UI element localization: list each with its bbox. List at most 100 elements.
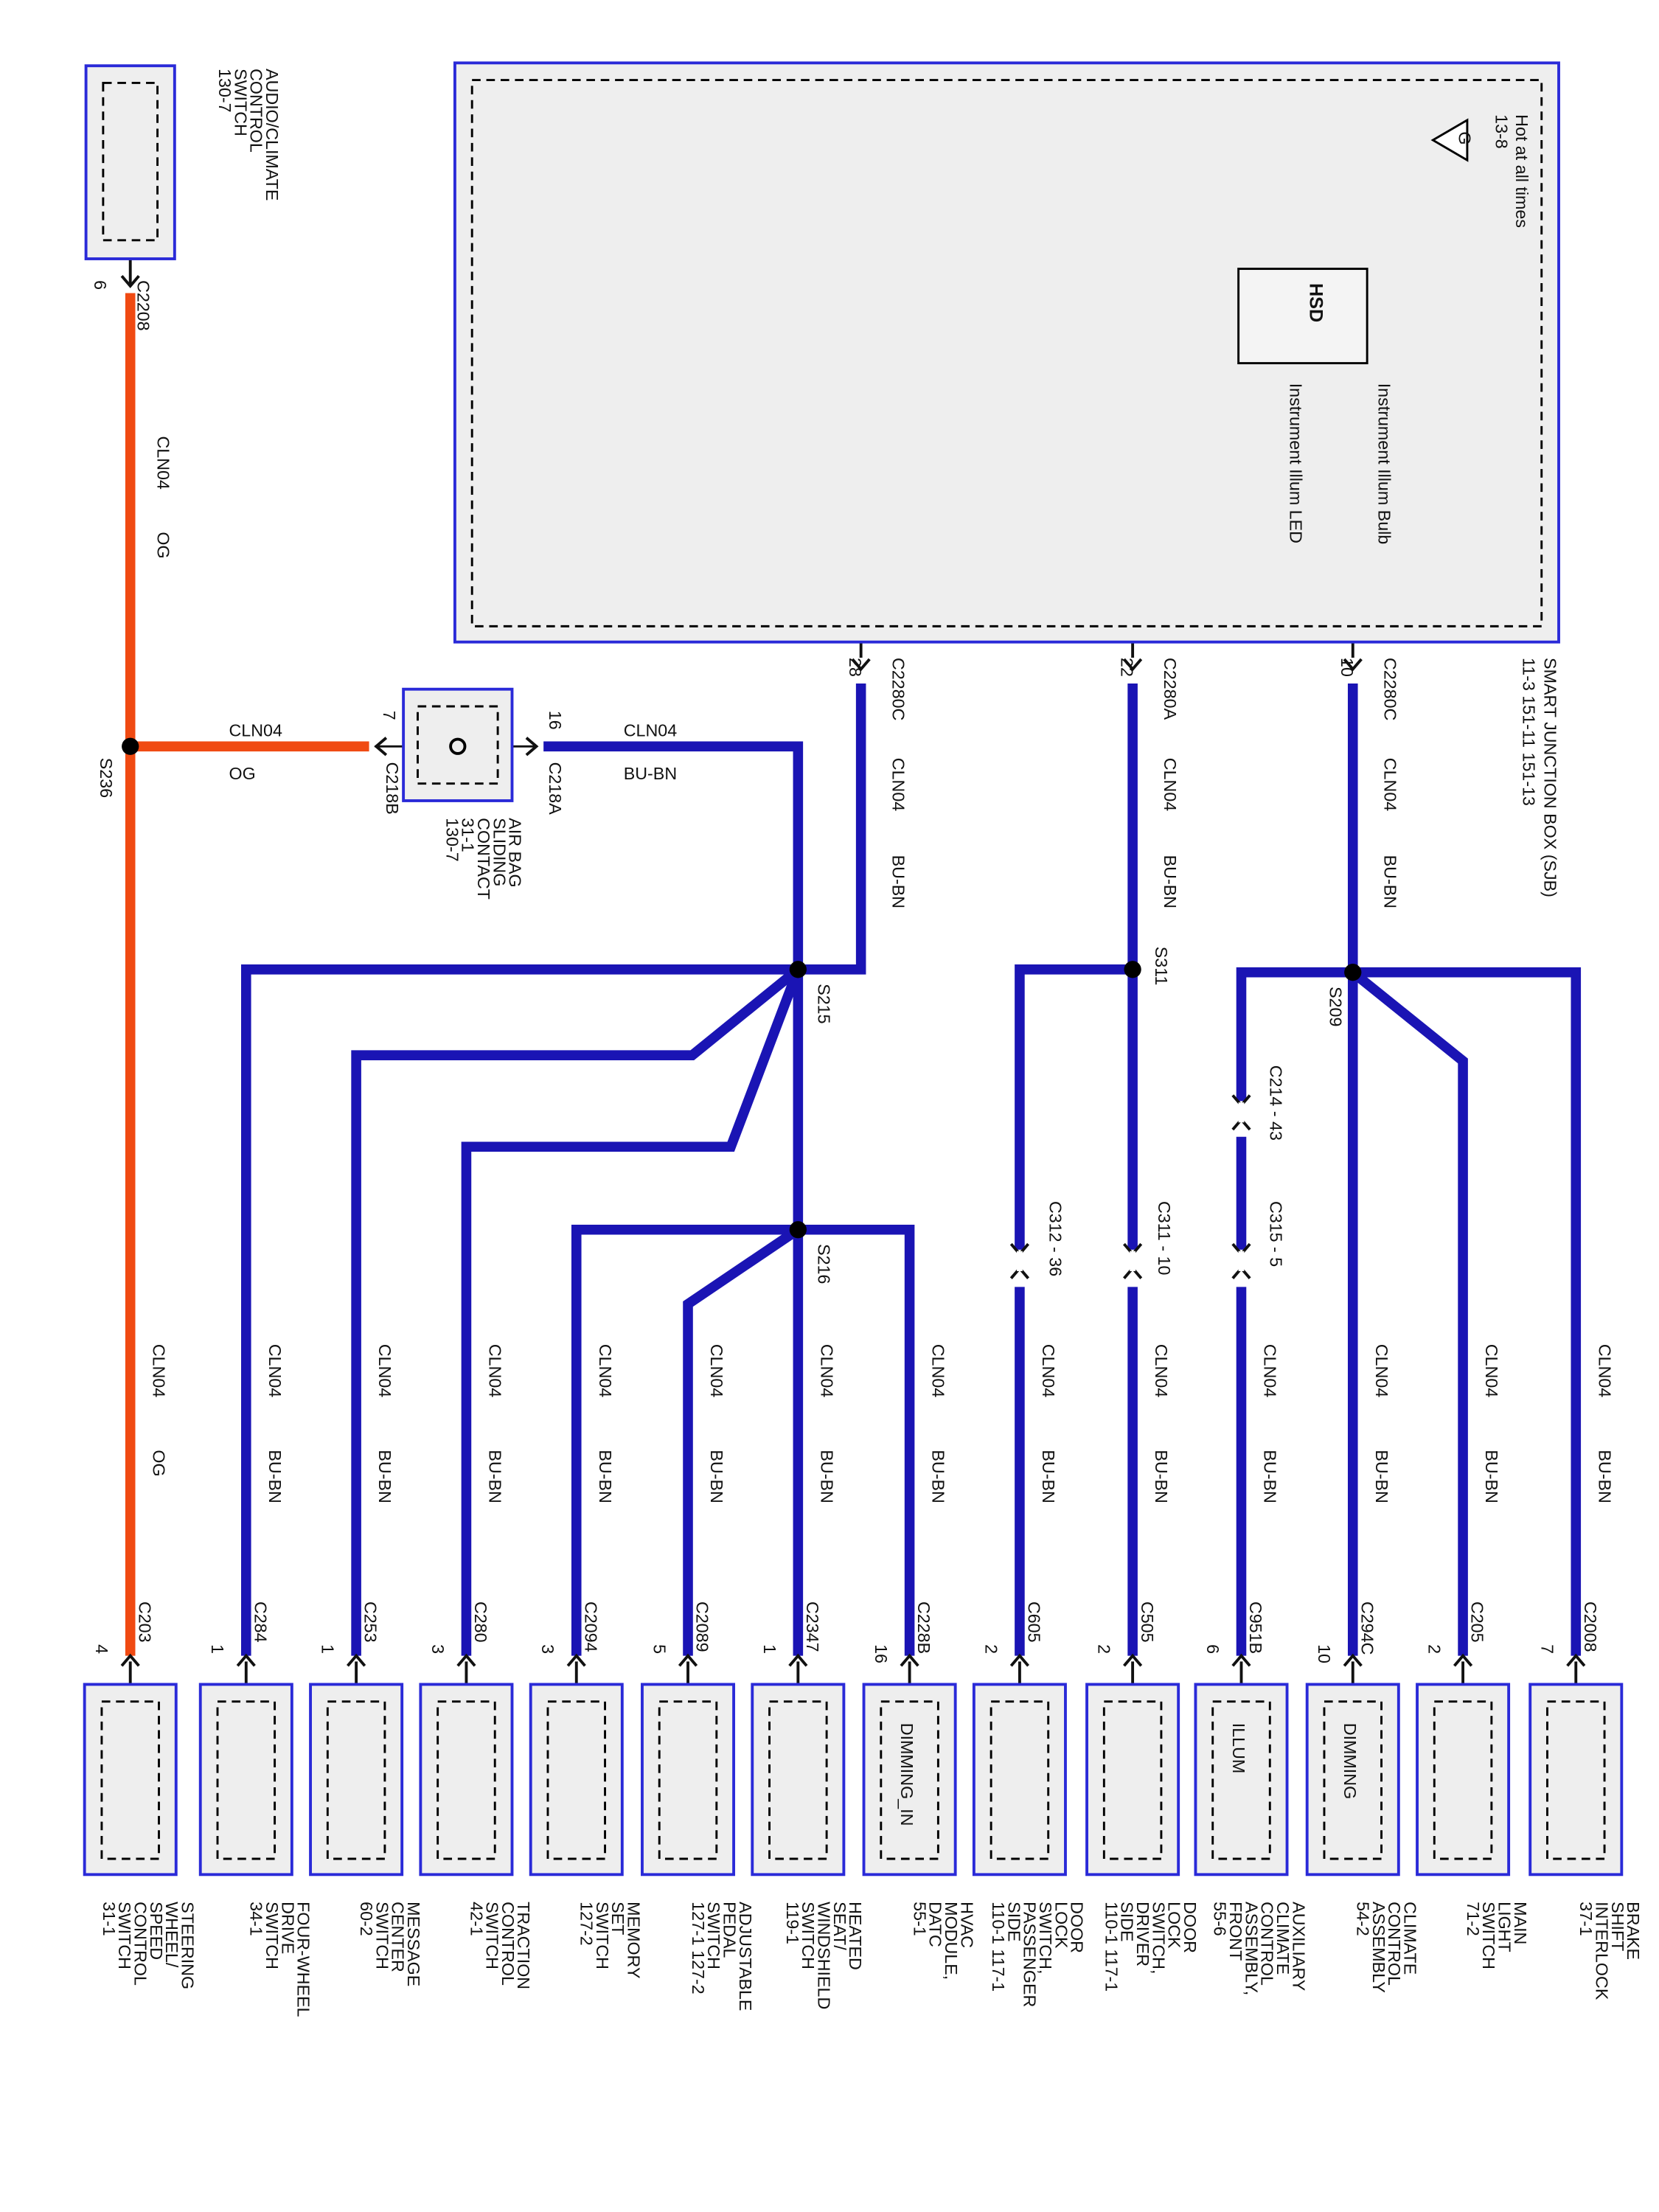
component-label-3-line: TRACTION [514, 1902, 533, 1989]
orange-upper-color: OG [154, 532, 173, 558]
sjb-box [453, 61, 1560, 644]
fuse-symbol [1430, 118, 1469, 162]
splice-s216 [789, 1221, 807, 1239]
component-connector-4: C2094 [581, 1601, 600, 1652]
component-label-8-line: SIDE [1004, 1902, 1023, 1941]
hsd-box [1237, 268, 1368, 365]
component-inner-11 [1323, 1700, 1382, 1860]
splice-s236 [122, 737, 139, 755]
airbag-contact [449, 737, 467, 755]
component-label-12-line: SWITCH [1479, 1902, 1498, 1969]
splice-s209 [1344, 964, 1362, 981]
component-label-12-line: LIGHT [1495, 1902, 1514, 1952]
component-inner-12 [1433, 1700, 1493, 1860]
component-label-9-line: 110-1 117-1 [1102, 1902, 1121, 1992]
component-label-4-line: MEMORY [625, 1902, 644, 1978]
component-box-13 [1528, 1683, 1624, 1877]
component-arrow-7 [900, 1653, 919, 1667]
component-pin-number-2: 1 [319, 1644, 338, 1654]
component-box-0 [83, 1683, 178, 1877]
component-label-5-line: SWITCH [704, 1902, 723, 1969]
component-inner-4 [546, 1700, 606, 1860]
component-box-5 [641, 1683, 736, 1877]
component-label-7-line: MODULE, [942, 1902, 961, 1980]
wires-layer [120, 139, 1586, 1702]
wire-label-circuit-9: CLN04 [1152, 1344, 1171, 1397]
component-label-2-line: SWITCH [372, 1902, 392, 1969]
airbag-name-line: SLIDING [490, 818, 509, 886]
inline-c315-label: C315 - 5 [1266, 1201, 1285, 1267]
wire-label-color-6: BU-BN [817, 1450, 836, 1503]
wire-label-color-1: BU-BN [265, 1450, 285, 1503]
inline-c311-gap [1130, 1251, 1135, 1271]
component-arrow-11 [1343, 1653, 1363, 1667]
component-box-9 [1085, 1683, 1180, 1877]
component-label-8-line: 110-1 117-1 [989, 1902, 1008, 1992]
component-label-13-line: BRAKE [1624, 1902, 1643, 1960]
sjb-output-arrow-1 [1123, 658, 1143, 672]
component-label-9-line: SIDE [1118, 1902, 1137, 1941]
component-label-13-line: 37-1 [1576, 1902, 1596, 1936]
wire-label-color-4: BU-BN [596, 1450, 615, 1503]
component-label-0-line: WHEEL/ [162, 1902, 181, 1968]
component-label-10-line: FRONT [1226, 1902, 1245, 1961]
blue-wire-traction [461, 967, 803, 1656]
component-label-10-line: CLIMATE [1273, 1902, 1293, 1975]
wire-label-color-12: BU-BN [1482, 1450, 1501, 1503]
component-pin-number-5: 5 [650, 1644, 669, 1654]
component-box-11 [1305, 1683, 1400, 1877]
audio-climate-switch-box [84, 64, 176, 260]
component-label-9-line: LOCK [1165, 1902, 1184, 1949]
component-label-10-line: 55-6 [1211, 1902, 1230, 1936]
wire-led-label: Instrument Illum LED [1286, 383, 1305, 543]
component-box-8 [972, 1683, 1067, 1877]
component-pin-number-12: 2 [1425, 1644, 1444, 1654]
blue-wire-main-light [1349, 968, 1468, 1656]
sjb-name-label: SMART JUNCTION BOX (SJB) [1541, 658, 1560, 897]
airbag-right-conn: C218A [546, 762, 565, 815]
blue-wire-s209-aux [1236, 967, 1353, 1102]
component-pin-number-6: 1 [760, 1644, 779, 1654]
wire-label-color-9: BU-BN [1152, 1450, 1171, 1503]
component-label-3-line: SWITCH [483, 1902, 502, 1969]
component-label-8-line: LOCK [1051, 1902, 1071, 1949]
component-arrow-6 [788, 1653, 808, 1667]
component-box-10 [1194, 1683, 1289, 1877]
component-label-8-line: PASSENGER [1020, 1902, 1040, 2007]
component-inner-10 [1211, 1700, 1271, 1860]
blue-mid-color: BU-BN [624, 764, 677, 783]
audio-switch-pin-number: 6 [91, 280, 110, 290]
splice-s215-label: S215 [814, 984, 833, 1023]
wire-label-circuit-7: CLN04 [929, 1344, 948, 1397]
blue-wire-four-wheel [241, 964, 799, 1656]
wire-label-color-11: BU-BN [1372, 1450, 1391, 1503]
wire-label-circuit-1: CLN04 [265, 1344, 285, 1397]
component-arrow-2 [347, 1653, 366, 1667]
component-label-9-line: SWITCH, [1149, 1902, 1168, 1974]
component-box-7 [862, 1683, 957, 1877]
component-label-4-line: 127-2 [577, 1902, 597, 1946]
sjb-output-arrow-2 [1343, 658, 1363, 672]
component-label-9-line: DRIVER [1133, 1902, 1152, 1966]
wire-label-circuit-11: CLN04 [1372, 1344, 1391, 1397]
component-arrow-8 [1009, 1653, 1030, 1667]
inline-c312-label: C312 - 36 [1046, 1201, 1065, 1276]
component-connector-1: C284 [251, 1601, 270, 1643]
sjb-output-color-0: BU-BN [888, 855, 908, 908]
audio-switch-label-line: 130-7 [215, 69, 234, 113]
wire-label-circuit-2: CLN04 [375, 1344, 394, 1397]
sjb-output-pin-0: 28 [846, 658, 865, 677]
component-inner-0 [100, 1700, 160, 1860]
component-label-1-line: DRIVE [278, 1902, 297, 1954]
component-box-2 [309, 1683, 404, 1877]
sjb-inner [470, 79, 1543, 627]
sjb-output-circuit-2: CLN04 [1380, 758, 1399, 811]
inline-c311-label: C311 - 10 [1155, 1201, 1174, 1276]
splice-s311 [1124, 961, 1141, 978]
wire-label-color-7: BU-BN [929, 1450, 948, 1503]
orange-mid-color: OG [229, 764, 256, 783]
blue-wire-memory [571, 1224, 799, 1656]
component-label-6-line: WINDSHIELD [814, 1902, 833, 2009]
wire-label-color-8: BU-BN [1039, 1450, 1058, 1503]
